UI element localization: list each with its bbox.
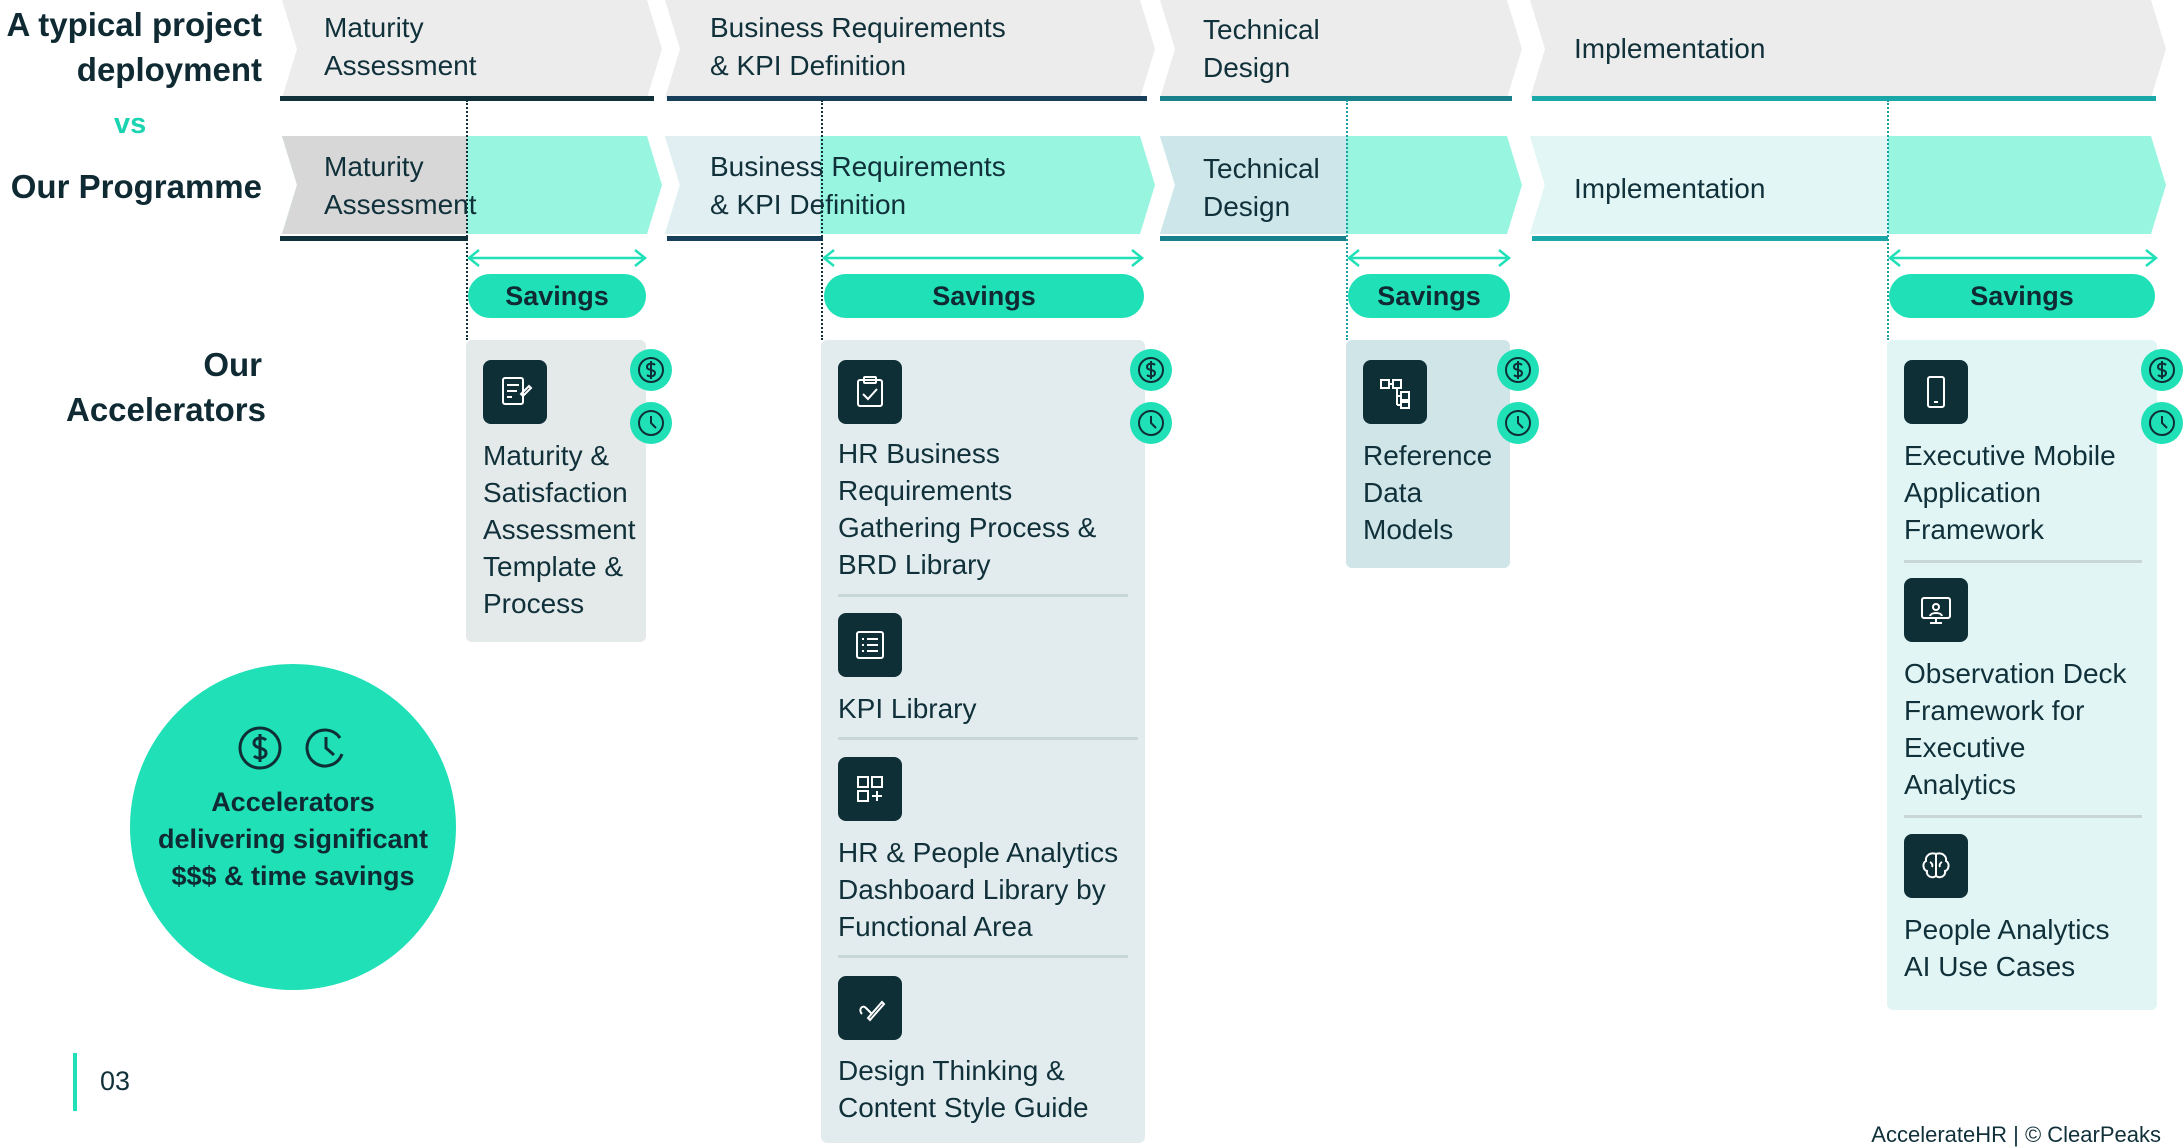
programme-stage-maturity: Maturity Assessment [282,136,662,234]
stage-label: Technical Design [1203,153,1320,222]
programme-underline-1 [280,236,468,241]
our-programme-label: Our Programme [10,168,262,205]
accelerator-text: Reference Data Models [1363,440,1493,545]
typical-underline-1 [280,96,654,101]
footer-credit: AccelerateHR | © ClearPeaks [1871,1122,2161,1147]
accelerator-text: Maturity & Satisfaction Assessment Templ… [483,440,636,619]
vs-label: vs [114,108,147,140]
dotted-divider [466,100,468,340]
page-number: 03 [100,1066,131,1096]
savings-callout: Accelerators delivering significant $$$ … [130,664,456,990]
page-number-bar [73,1053,77,1111]
accelerator-text: People Analytics AI Use Cases [1904,914,2110,982]
typical-underline-3 [1160,96,1512,101]
programme-stage-technical: Technical Design [1160,136,1522,234]
accelerator-text: HR Business Requirements Gathering Proce… [838,438,1097,580]
typical-underline-2 [667,96,1147,101]
clock-icon [1130,402,1172,444]
clock-icon [630,402,672,444]
programme-underline-3 [1160,236,1346,241]
accelerator-card-maturity: Maturity & Satisfaction Assessment Templ… [466,340,646,642]
dotted-divider [1346,100,1348,340]
accelerator-text: KPI Library [838,693,977,724]
dollar-icon [1130,349,1172,391]
savings-pill: Savings [468,274,646,318]
clock-icon [2141,402,2183,444]
typical-underline-4 [1532,96,2156,101]
dotted-divider [1887,100,1889,340]
savings-arrow [1346,249,1512,267]
stage-label: Implementation [1574,33,1766,64]
card-divider [838,594,1128,597]
dashboard-add-icon [838,757,902,821]
stage-label: Implementation [1574,173,1766,204]
monitor-person-icon [1904,578,1968,642]
dotted-divider [821,100,823,340]
card-divider [838,955,1128,958]
accelerator-text: Design Thinking & Content Style Guide [838,1055,1089,1123]
programme-stage-implementation: Implementation [1530,136,2166,234]
card-divider [838,737,1138,740]
accelerator-text: HR & People Analytics Dashboard Library … [838,837,1119,942]
typical-stage-implementation: Implementation [1530,0,2166,98]
hierarchy-icon [1363,360,1427,424]
typical-stage-business: Business Requirements & KPI Definition [665,0,1155,98]
dollar-icon [2141,349,2183,391]
savings-arrow [1887,249,2159,267]
stage-label: Technical Design [1203,14,1320,83]
typical-stage-maturity: Maturity Assessment [282,0,662,98]
callout-text: Accelerators delivering significant $$$ … [157,787,429,891]
stage-label: Business Requirements & KPI Definition [710,12,1006,81]
our-accelerators-label: Our Accelerators [66,346,266,428]
list-icon [838,613,902,677]
programme-underline-2 [667,236,823,241]
programme-stage-business: Business Requirements & KPI Definition [665,136,1155,234]
stage-label: Maturity Assessment [324,151,477,220]
dollar-icon [238,726,282,770]
savings-arrow [821,249,1145,267]
clock-icon [1497,402,1539,444]
savings-pill: Savings [1889,274,2155,318]
accelerator-card-implementation: Executive Mobile Application Framework O… [1887,340,2157,1010]
clock-icon [305,728,344,768]
mobile-phone-icon [1904,360,1968,424]
card-divider [1904,560,2142,563]
stage-label: Business Requirements & KPI Definition [710,151,1006,220]
stage-label: Maturity Assessment [324,12,477,81]
dollar-icon [1497,349,1539,391]
accelerator-card-business: HR Business Requirements Gathering Proce… [821,340,1145,1143]
dollar-icon [630,349,672,391]
accelerator-text: Observation Deck Framework for Executive… [1904,658,2127,800]
typical-deployment-label: A typical project deployment [6,6,262,88]
savings-pill: Savings [1348,274,1510,318]
accelerator-text: Executive Mobile Application Framework [1904,440,2116,545]
document-pen-icon [483,360,547,424]
savings-arrow [466,249,648,267]
savings-pill: Savings [824,274,1144,318]
clipboard-check-icon [838,360,902,424]
brain-icon [1904,834,1968,898]
card-divider [1904,815,2142,818]
accelerator-card-technical: Reference Data Models [1346,340,1510,568]
typical-stage-technical: Technical Design [1160,0,1522,98]
programme-underline-4 [1532,236,1888,241]
link-pen-icon [838,976,902,1040]
